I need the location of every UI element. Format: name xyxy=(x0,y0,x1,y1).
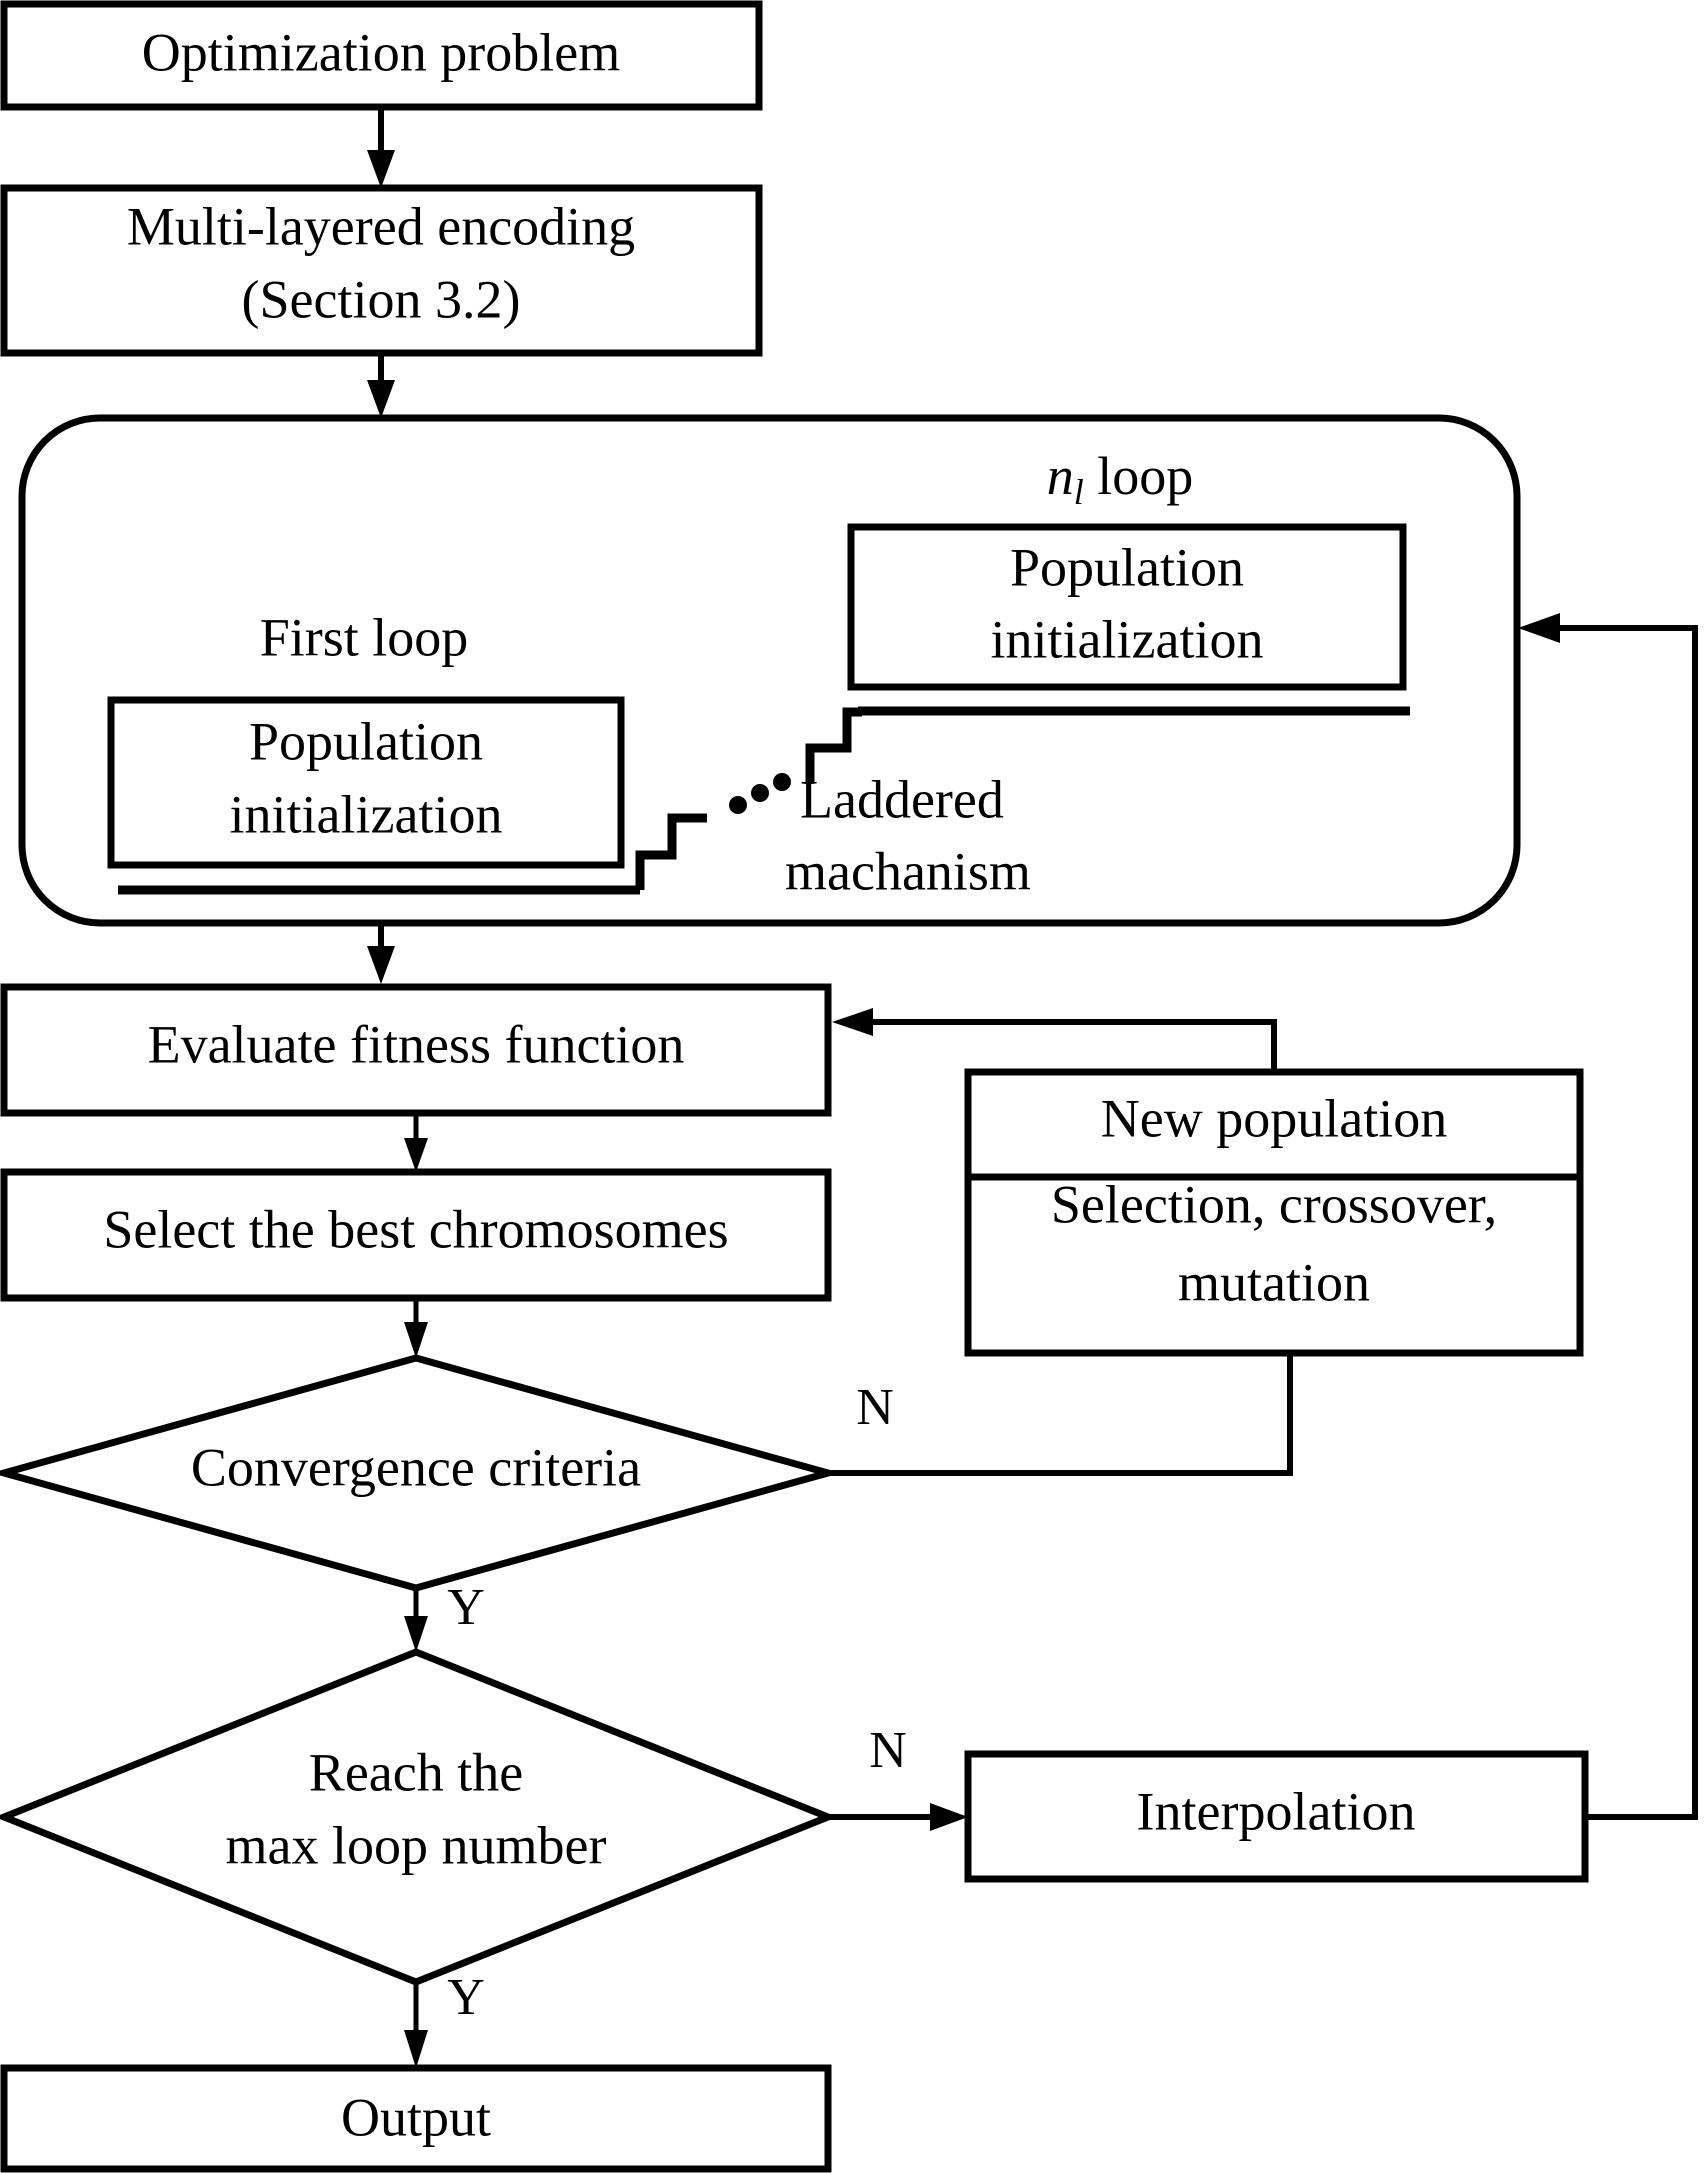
node-selection-crossover-line2: mutation xyxy=(1178,1252,1370,1312)
laddered-mechanism-staircase xyxy=(635,707,862,890)
edge-new-population-to-evaluate xyxy=(832,1008,1277,1072)
node-new-population[interactable]: New population xyxy=(964,1068,1584,1181)
branch-label-reach-max-no: N xyxy=(869,1722,907,1779)
nl-loop-label: nl loop xyxy=(1047,446,1194,512)
node-interpolation-label: Interpolation xyxy=(1137,1781,1416,1841)
node-convergence-criteria-label: Convergence criteria xyxy=(191,1437,641,1497)
node-multi-layered-encoding[interactable]: Multi-layered encoding (Section 3.2) xyxy=(0,184,763,357)
node-optimization-problem[interactable]: Optimization problem xyxy=(0,0,763,111)
arrow-evaluate-to-select xyxy=(404,1113,428,1172)
node-convergence-criteria[interactable]: Convergence criteria xyxy=(0,1354,842,1592)
node-output[interactable]: Output xyxy=(0,2064,832,2173)
node-encoding-label-line2: (Section 3.2) xyxy=(242,269,521,329)
node-new-population-label: New population xyxy=(1101,1088,1447,1148)
laddered-label-line2: machanism xyxy=(785,841,1031,901)
node-selection-crossover-line1: Selection, crossover, xyxy=(1051,1174,1497,1234)
node-evaluate-fitness-label: Evaluate fitness function xyxy=(148,1014,685,1074)
node-reach-max-line1: Reach the xyxy=(309,1742,523,1802)
node-output-label: Output xyxy=(341,2087,491,2147)
node-population-init-nl-line2: initialization xyxy=(991,609,1264,669)
arrow-loop-to-evaluate xyxy=(367,923,395,984)
edge-reach-max-no: N xyxy=(828,1722,968,1831)
laddered-mechanism-label: Laddered machanism xyxy=(785,769,1031,901)
first-loop-label: First loop xyxy=(260,607,469,667)
arrow-optimization-to-encoding xyxy=(367,107,395,188)
node-evaluate-fitness[interactable]: Evaluate fitness function xyxy=(0,983,832,1117)
node-selection-crossover-mutation[interactable]: Selection, crossover, mutation xyxy=(964,1149,1584,1357)
node-population-initialization-nl[interactable]: Population initialization xyxy=(847,523,1410,716)
branch-label-convergence-no: N xyxy=(856,1379,894,1436)
nl-loop-label-suffix: loop xyxy=(1084,446,1194,506)
node-reach-max-loop[interactable]: Reach the max loop number xyxy=(0,1648,838,1986)
nl-loop-label-subscript: l xyxy=(1074,472,1084,512)
node-select-best-chromosomes[interactable]: Select the best chromosomes xyxy=(0,1168,832,1302)
node-population-init-nl-line1: Population xyxy=(1010,537,1244,597)
ladder-ellipsis-dot-1 xyxy=(729,796,747,814)
node-optimization-problem-label: Optimization problem xyxy=(142,22,620,82)
node-population-initialization-first[interactable]: Population initialization xyxy=(107,696,640,895)
ladder-ellipsis-dot-3 xyxy=(773,773,791,791)
nl-loop-label-n: n xyxy=(1047,446,1074,506)
arrow-select-to-convergence xyxy=(404,1298,428,1358)
node-reach-max-line2: max loop number xyxy=(226,1815,607,1875)
node-interpolation[interactable]: Interpolation xyxy=(964,1750,1589,1883)
branch-label-convergence-yes: Y xyxy=(447,1579,485,1636)
node-encoding-label-line1: Multi-layered encoding xyxy=(127,196,635,256)
branch-label-reach-max-yes: Y xyxy=(447,1969,485,2026)
edge-interpolation-to-loop xyxy=(1518,613,1698,1820)
node-population-init-first-line1: Population xyxy=(249,711,483,771)
arrow-encoding-to-loop xyxy=(367,353,395,418)
node-population-init-first-line2: initialization xyxy=(230,784,503,844)
ladder-ellipsis-dot-2 xyxy=(751,784,769,802)
edge-reach-max-yes: Y xyxy=(404,1969,485,2068)
edge-convergence-yes: Y xyxy=(404,1579,485,1652)
node-select-best-label: Select the best chromosomes xyxy=(103,1199,728,1259)
laddered-label-line1: Laddered xyxy=(800,769,1004,829)
